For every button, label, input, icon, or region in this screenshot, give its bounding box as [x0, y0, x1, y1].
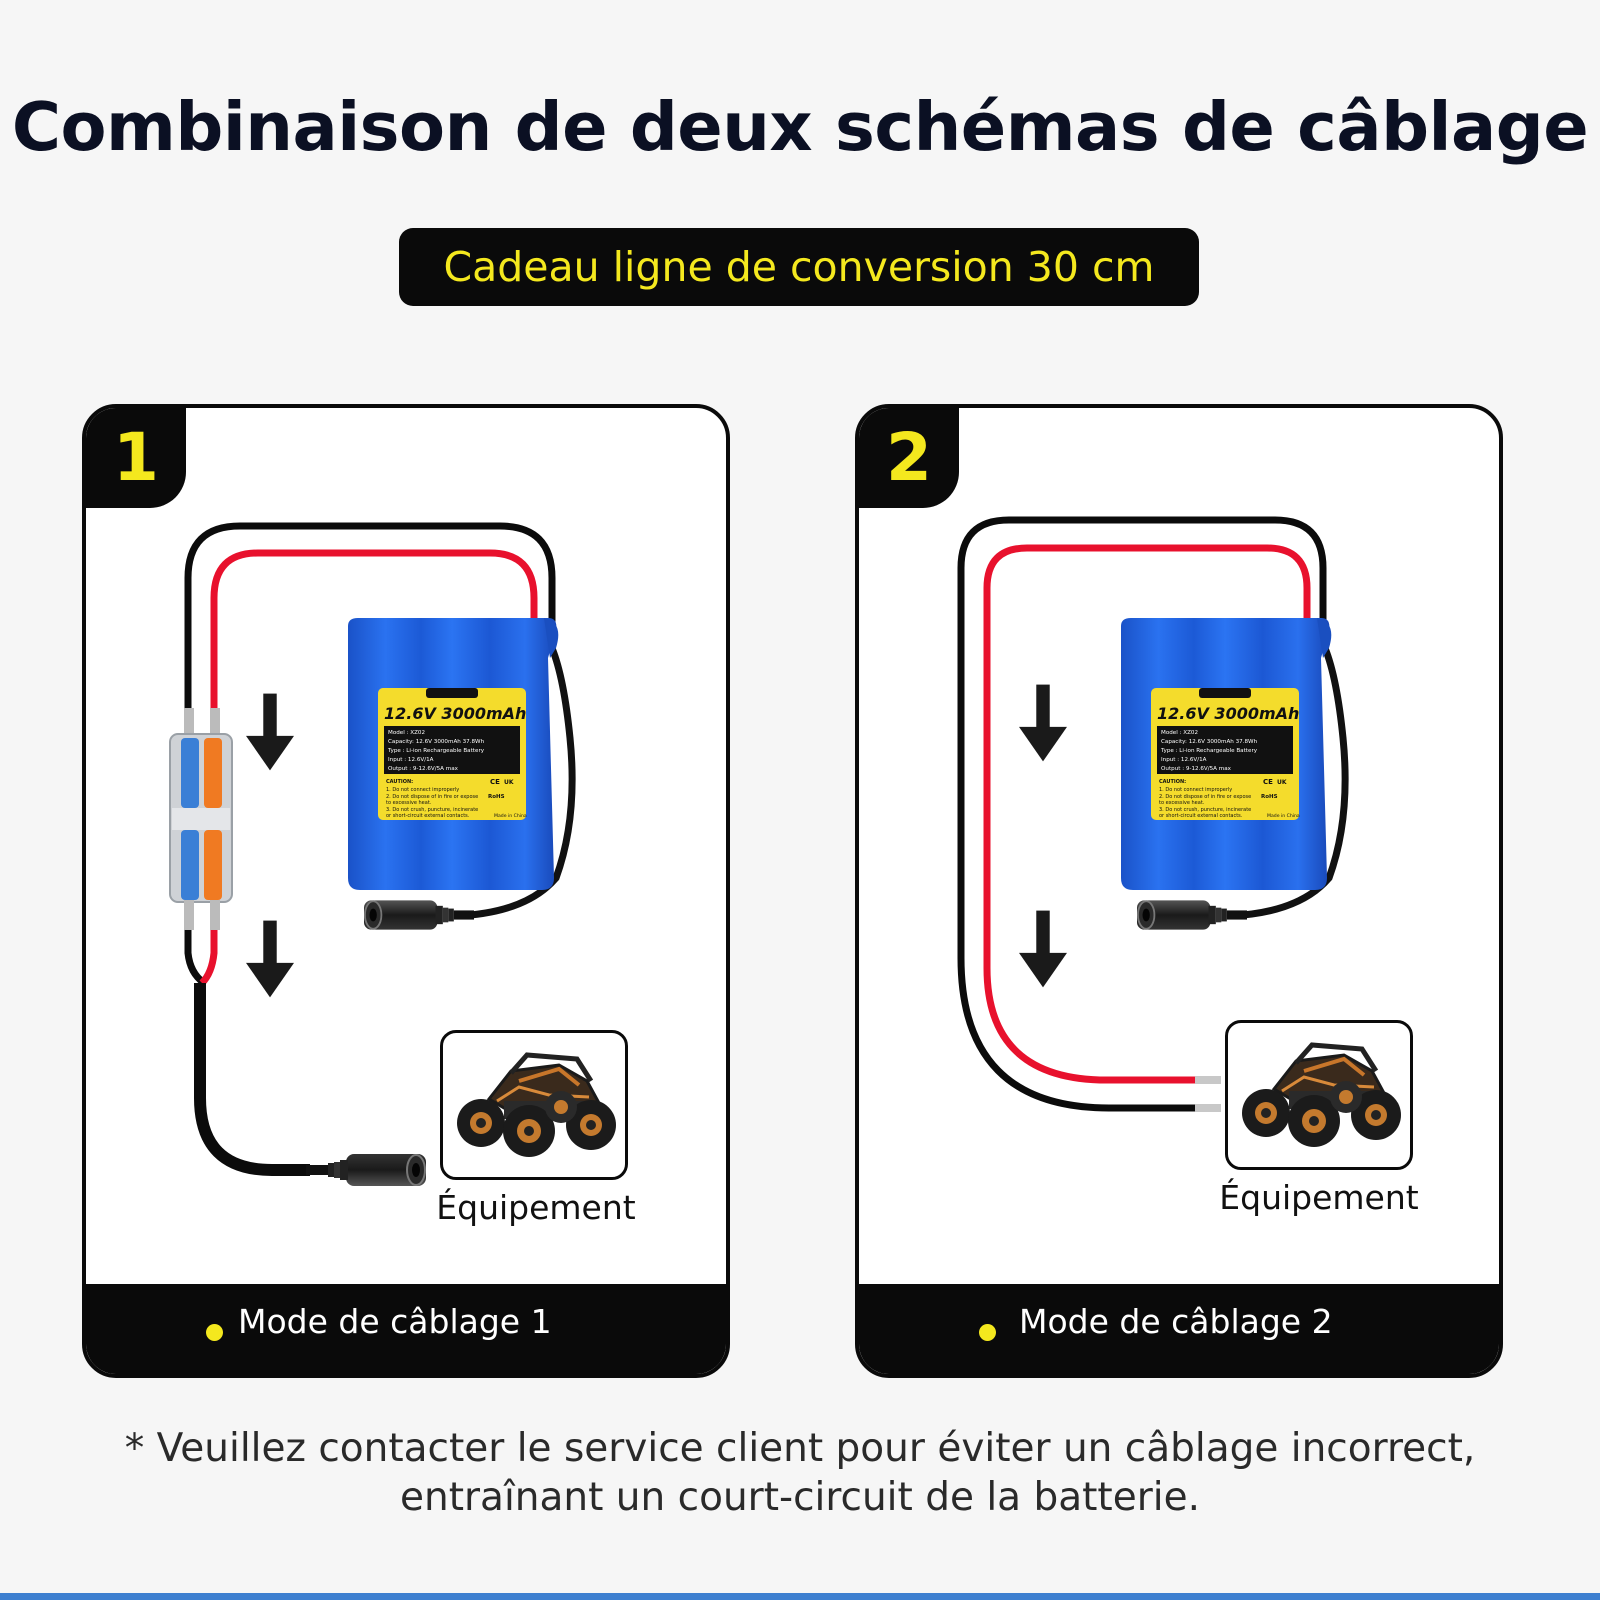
- rc-car-icon: [1228, 1023, 1410, 1167]
- svg-text:Type : Li-ion Rechargeable: Type : Li-ion Rechargeable Battery: [387, 748, 485, 754]
- wiring-panel-1: 1: [82, 404, 730, 1378]
- svg-text:or short-circuit external cont: or short-circuit external contacts.: [386, 813, 470, 819]
- down-arrow-icon: [1019, 684, 1067, 762]
- svg-text:or short-circuit external cont: or short-circuit external contacts.: [1159, 813, 1243, 819]
- gift-badge: Cadeau ligne de conversion 30 cm: [399, 228, 1199, 306]
- warning-note-line-1: * Veuillez contacter le service client p…: [124, 1426, 1476, 1471]
- wire-connector-icon: [169, 708, 233, 930]
- svg-text:Type : Li-ion Rechargeable: Type : Li-ion Rechargeable Battery: [1160, 748, 1258, 754]
- rc-car-icon: [443, 1033, 625, 1177]
- svg-text:CAUTION:: CAUTION:: [386, 779, 413, 785]
- battery-capacity-label: 12.6V 3000mAh: [384, 704, 526, 723]
- svg-text:Made in China: Made in China: [1267, 813, 1300, 819]
- dc-jack-icon: [306, 1153, 426, 1187]
- svg-text:RoHS: RoHS: [1261, 794, 1278, 800]
- warning-note-line-2: entraînant un court-circuit de la batter…: [400, 1475, 1200, 1520]
- wire-black: [184, 522, 556, 708]
- bottom-accent-strip: [0, 1593, 1600, 1600]
- svg-text:CE: CE: [490, 778, 500, 786]
- down-arrow-icon: [246, 693, 294, 771]
- panel-footer: Mode de câblage 2: [859, 1284, 1499, 1374]
- svg-text:CAUTION:: CAUTION:: [1159, 779, 1186, 785]
- svg-text:Made in China: Made in China: [494, 813, 527, 819]
- device-label: Équipement: [436, 1188, 636, 1227]
- svg-text:RoHS: RoHS: [488, 794, 505, 800]
- battery-pack: 12.6V 3000mAh Model : XZ02 Capacity: 12.…: [348, 618, 559, 890]
- svg-text:to excessive heat.: to excessive heat.: [386, 800, 432, 806]
- svg-text:Output : 9-12.6V/5A max: Output : 9-12.6V/5A max: [388, 766, 459, 772]
- device-label: Équipement: [1219, 1178, 1419, 1217]
- battery-capacity-label: 12.6V 3000mAh: [1157, 704, 1299, 723]
- footer-label: Mode de câblage 1: [238, 1302, 552, 1341]
- footer-bullet: [206, 1324, 223, 1341]
- svg-text:Input : 12.6V/1A: Input : 12.6V/1A: [1161, 757, 1207, 763]
- svg-text:Capacity: 12.6V 3000mAh 37.8W: Capacity: 12.6V 3000mAh 37.8Wh: [388, 739, 485, 745]
- svg-text:UK: UK: [1277, 779, 1287, 786]
- svg-text:Model : XZ02: Model : XZ02: [388, 730, 425, 736]
- svg-text:3. Do not crush, puncture, inc: 3. Do not crush, puncture, incinerate: [386, 807, 478, 813]
- svg-text:Input : 12.6V/1A: Input : 12.6V/1A: [388, 757, 434, 763]
- footer-label: Mode de câblage 2: [1019, 1302, 1333, 1341]
- down-arrow-icon: [246, 920, 294, 998]
- battery-pack: 12.6V 3000mAh Model : XZ02 Capacity: 12.…: [1121, 618, 1332, 890]
- svg-text:1. Do not connect improperly: 1. Do not connect improperly: [1159, 787, 1232, 793]
- page-title: Combinaison de deux schémas de câblage: [11, 88, 1589, 166]
- svg-text:Capacity: 12.6V 3000mAh 37.8W: Capacity: 12.6V 3000mAh 37.8Wh: [1161, 739, 1258, 745]
- dc-jack-icon: [1137, 899, 1247, 931]
- svg-text:2. Do not dispose of in fire o: 2. Do not dispose of in fire or expose: [386, 794, 478, 800]
- warning-note: * Veuillez contacter le service client p…: [0, 1424, 1600, 1522]
- svg-text:Output : 9-12.6V/5A max: Output : 9-12.6V/5A max: [1161, 766, 1232, 772]
- device-box: [440, 1030, 628, 1180]
- wire-red: [983, 544, 1311, 1084]
- dc-jack-icon: [364, 899, 474, 931]
- device-box: [1225, 1020, 1413, 1170]
- svg-text:1. Do not connect improperly: 1. Do not connect improperly: [386, 787, 459, 793]
- svg-text:Model : XZ02: Model : XZ02: [1161, 730, 1198, 736]
- svg-text:2. Do not dispose of in fire o: 2. Do not dispose of in fire or expose: [1159, 794, 1251, 800]
- down-arrow-icon: [1019, 910, 1067, 988]
- wire-black: [957, 516, 1327, 1112]
- svg-text:UK: UK: [504, 779, 514, 786]
- svg-text:CE: CE: [1263, 778, 1273, 786]
- wiring-panel-2: 2 12.6V 3000mAh Model : XZ02 Capacity: 1…: [855, 404, 1503, 1378]
- wire-red: [210, 549, 538, 708]
- panel-number: 2: [859, 408, 959, 508]
- svg-text:to excessive heat.: to excessive heat.: [1159, 800, 1205, 806]
- panel-footer: Mode de câblage 1: [86, 1284, 726, 1374]
- footer-bullet: [979, 1324, 996, 1341]
- panel-number: 1: [86, 408, 186, 508]
- svg-text:3. Do not crush, puncture, inc: 3. Do not crush, puncture, incinerate: [1159, 807, 1251, 813]
